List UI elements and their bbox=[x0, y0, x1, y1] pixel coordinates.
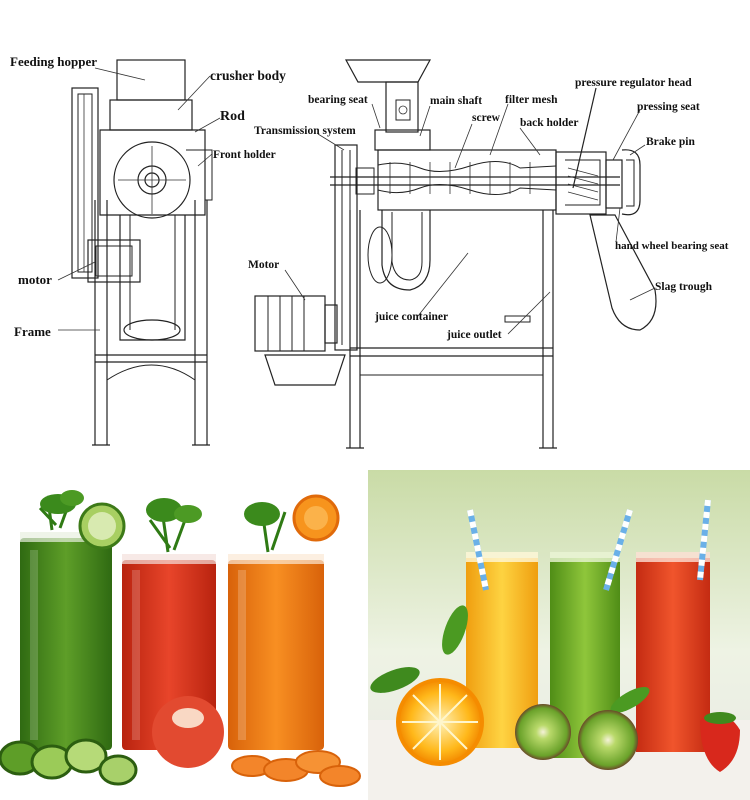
label-brake-pin: Brake pin bbox=[646, 136, 695, 148]
label-slag-trough: Slag trough bbox=[655, 281, 713, 293]
label-front-holder: Front holder bbox=[213, 149, 276, 161]
cucumber-slices bbox=[0, 738, 138, 786]
label-juice-outlet: juice outlet bbox=[446, 329, 502, 341]
label-transmission-system: Transmission system bbox=[254, 125, 356, 137]
carrot-slices bbox=[231, 750, 361, 787]
left-juice-photo bbox=[0, 470, 368, 800]
label-screw: screw bbox=[472, 112, 501, 124]
label-feeding-hopper: Feeding hopper bbox=[10, 54, 97, 69]
label-pressing-seat: pressing seat bbox=[637, 101, 700, 113]
label-pressure-regulator-head: pressure regulator head bbox=[575, 77, 692, 89]
label-motor-left: motor bbox=[18, 272, 52, 287]
label-crusher-body: crusher body bbox=[210, 68, 286, 83]
label-back-holder: back holder bbox=[520, 117, 578, 129]
orange-juice-glass bbox=[228, 494, 340, 750]
label-frame: Frame bbox=[14, 324, 51, 339]
green-juice-glass bbox=[20, 490, 126, 750]
label-bearing-seat: bearing seat bbox=[308, 94, 368, 106]
right-juice-photo bbox=[368, 470, 750, 800]
label-filter-mesh: filter mesh bbox=[505, 94, 558, 106]
juice-photos bbox=[0, 470, 750, 800]
left-machine-drawing bbox=[71, 59, 213, 446]
kiwi-half-1 bbox=[515, 704, 571, 760]
strawberry-juice-glass bbox=[636, 499, 711, 752]
juicer-diagram: Feeding hopper crusher body Rod Front ho… bbox=[10, 54, 729, 449]
red-juice-glass bbox=[122, 498, 224, 768]
label-main-shaft: main shaft bbox=[430, 95, 482, 107]
label-hand-wheel-bearing-seat: hand wheel bearing seat bbox=[615, 240, 729, 252]
right-machine-drawing bbox=[254, 59, 657, 449]
left-leaders bbox=[57, 67, 221, 331]
kiwi-half-2 bbox=[578, 710, 638, 770]
label-motor-right: Motor bbox=[248, 259, 279, 271]
label-juice-container: juice container bbox=[374, 311, 448, 323]
label-rod: Rod bbox=[220, 109, 245, 124]
strawberry bbox=[700, 714, 740, 772]
right-leaders bbox=[284, 87, 656, 335]
